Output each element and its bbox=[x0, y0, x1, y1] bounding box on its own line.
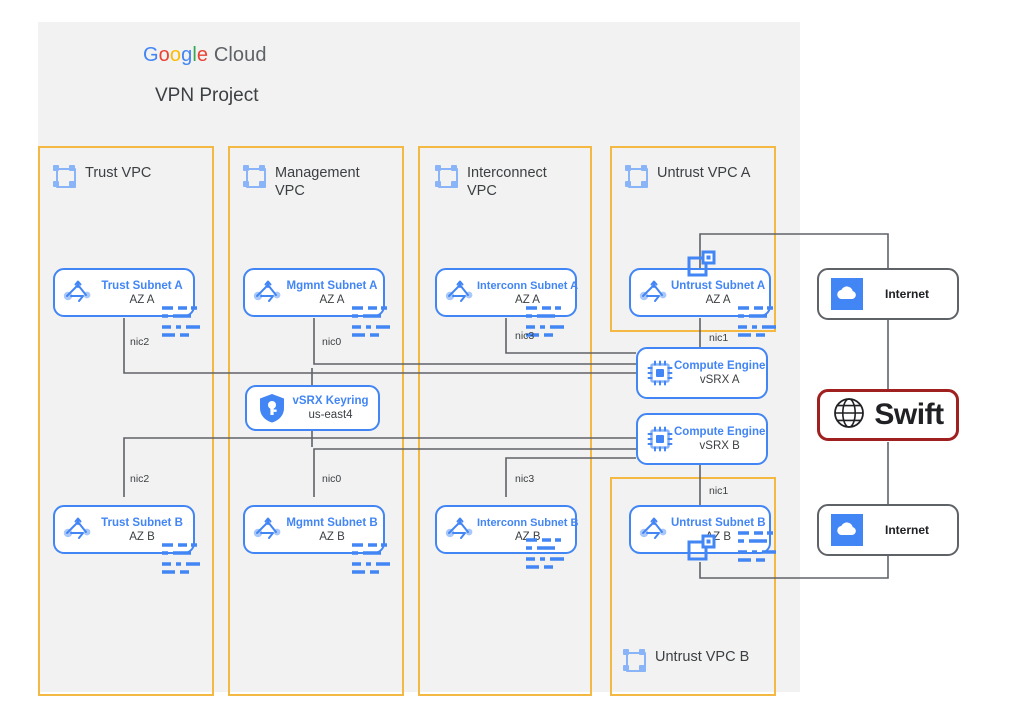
vpc-label-management: Management VPC bbox=[275, 165, 360, 199]
compute-chip-icon bbox=[646, 425, 674, 453]
subnet-az: AZ A bbox=[319, 293, 345, 306]
swift-node[interactable]: Swift bbox=[817, 389, 959, 441]
nic-label: nic0 bbox=[322, 336, 342, 348]
cloud-icon bbox=[831, 514, 863, 546]
subnet-title: Trust Subnet A bbox=[101, 279, 183, 292]
keyring-title: vSRX Keyring bbox=[292, 395, 369, 407]
subnet-node-mgmnt-a[interactable]: Mgmnt Subnet A AZ A bbox=[243, 268, 385, 317]
subnet-az: AZ A bbox=[515, 293, 540, 306]
compute-sub: vSRX B bbox=[699, 440, 740, 452]
vpc-container-untrust-b[interactable] bbox=[610, 477, 776, 696]
vpc-container-trust[interactable] bbox=[38, 146, 214, 696]
vpc-header-untrust-b: Untrust VPC B bbox=[622, 648, 749, 672]
logo-letter-l: l bbox=[192, 44, 197, 66]
external-ip-icon bbox=[686, 250, 718, 282]
google-cloud-logo: Google Cloud bbox=[143, 44, 267, 67]
subnet-router-icon bbox=[61, 515, 95, 545]
subnet-title: Untrust Subnet B bbox=[671, 516, 766, 529]
subnet-node-interconn-b[interactable]: Interconn Subnet B AZ B bbox=[435, 505, 579, 554]
vpc-label-trust: Trust VPC bbox=[85, 165, 152, 181]
compute-engine-node-vsrx-a[interactable]: Compute Engine vSRX A bbox=[636, 347, 768, 399]
keyring-node[interactable]: vSRX Keyring us-east4 bbox=[245, 385, 380, 431]
subnet-router-icon bbox=[637, 515, 671, 545]
nic-label: nic3 bbox=[515, 473, 535, 485]
subnet-title: Interconn Subnet A bbox=[477, 279, 579, 292]
internet-label-a: Internet bbox=[884, 287, 929, 301]
subnet-az: AZ B bbox=[319, 530, 345, 543]
subnet-node-mgmnt-b[interactable]: Mgmnt Subnet B AZ B bbox=[243, 505, 385, 554]
subnet-node-interconn-a[interactable]: Interconn Subnet A AZ A bbox=[435, 268, 579, 317]
vpc-network-icon bbox=[622, 648, 646, 672]
nic-label: nic3 bbox=[515, 330, 535, 342]
subnet-az: AZ B bbox=[129, 530, 155, 543]
globe-icon bbox=[832, 396, 866, 435]
vpc-header-management: Management VPC bbox=[242, 164, 385, 200]
subnet-title: Mgmnt Subnet B bbox=[286, 516, 378, 529]
vpc-network-icon bbox=[52, 164, 76, 188]
nic-label: nic1 bbox=[709, 332, 729, 344]
nic-label: nic0 bbox=[322, 473, 342, 485]
external-ip-icon bbox=[686, 534, 718, 566]
swift-label: Swift bbox=[874, 398, 944, 431]
nic-label: nic1 bbox=[709, 485, 729, 497]
logo-letter-g2: g bbox=[181, 44, 193, 66]
subnet-node-untrust-b[interactable]: Untrust Subnet B AZ B bbox=[629, 505, 771, 554]
subnet-az: AZ B bbox=[514, 530, 541, 543]
subnet-router-icon bbox=[251, 278, 285, 308]
internet-label-b: Internet bbox=[884, 523, 929, 537]
logo-letter-g: G bbox=[143, 44, 159, 66]
vpc-network-icon bbox=[242, 164, 266, 188]
subnet-node-trust-a[interactable]: Trust Subnet A AZ A bbox=[53, 268, 195, 317]
internet-node-a[interactable]: Internet bbox=[817, 268, 959, 320]
nic-label: nic2 bbox=[130, 336, 150, 348]
subnet-router-icon bbox=[443, 278, 477, 308]
nic-label: nic2 bbox=[130, 473, 150, 485]
subnet-title: Untrust Subnet A bbox=[671, 279, 766, 292]
key-shield-icon bbox=[257, 392, 287, 424]
internet-node-b[interactable]: Internet bbox=[817, 504, 959, 556]
subnet-az: AZ A bbox=[705, 293, 731, 306]
subnet-router-icon bbox=[443, 515, 477, 545]
logo-letter-o1: o bbox=[158, 44, 170, 66]
vpc-header-interconnect: Interconnect VPC bbox=[434, 164, 577, 200]
logo-letter-e: e bbox=[196, 44, 209, 66]
subnet-title: Interconn Subnet B bbox=[477, 516, 579, 529]
keyring-sub: us-east4 bbox=[308, 409, 353, 421]
compute-engine-node-vsrx-b[interactable]: Compute Engine vSRX B bbox=[636, 413, 768, 465]
vpc-label-untrust-a: Untrust VPC A bbox=[657, 165, 751, 181]
project-title: VPN Project bbox=[155, 85, 259, 106]
vpc-label-interconnect: Interconnect VPC bbox=[467, 165, 547, 199]
vpc-header-trust: Trust VPC bbox=[52, 164, 151, 188]
subnet-router-icon bbox=[251, 515, 285, 545]
compute-sub: vSRX A bbox=[699, 374, 740, 386]
vpc-label-untrust-b: Untrust VPC B bbox=[655, 649, 750, 665]
subnet-node-trust-b[interactable]: Trust Subnet B AZ B bbox=[53, 505, 195, 554]
subnet-title: Mgmnt Subnet A bbox=[286, 279, 378, 292]
subnet-router-icon bbox=[61, 278, 95, 308]
compute-chip-icon bbox=[646, 359, 674, 387]
vpc-network-icon bbox=[434, 164, 458, 188]
vpc-header-untrust-a: Untrust VPC A bbox=[624, 164, 750, 188]
logo-word-cloud: Cloud bbox=[208, 44, 267, 66]
vpc-container-management[interactable] bbox=[228, 146, 404, 696]
logo-letter-o2: o bbox=[169, 44, 182, 66]
subnet-router-icon bbox=[637, 278, 671, 308]
vpc-container-interconnect[interactable] bbox=[418, 146, 592, 696]
subnet-az: AZ A bbox=[129, 293, 155, 306]
cloud-icon bbox=[831, 278, 863, 310]
vpc-network-icon bbox=[624, 164, 648, 188]
compute-title: Compute Engine bbox=[674, 360, 766, 372]
compute-title: Compute Engine bbox=[674, 426, 766, 438]
subnet-title: Trust Subnet B bbox=[101, 516, 183, 529]
